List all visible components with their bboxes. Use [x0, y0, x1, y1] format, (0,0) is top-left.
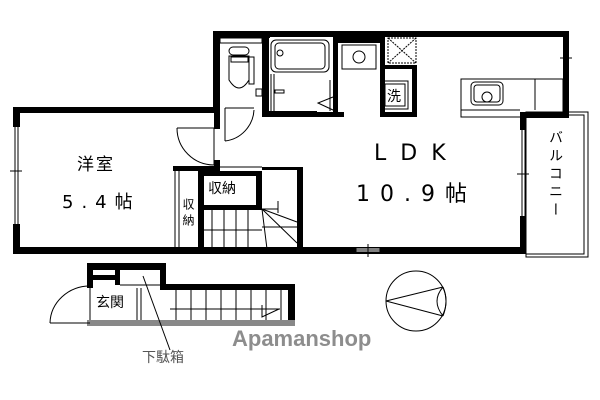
western-door: [176, 127, 215, 166]
x-box: [387, 37, 417, 64]
balcony-label: バルコニー: [547, 130, 563, 220]
washer-box: [381, 80, 409, 110]
kitchen-window: [560, 40, 572, 69]
stair-floor: [87, 320, 295, 326]
kitchen-counter: [460, 78, 564, 118]
storage-side-label: 収納: [181, 198, 195, 230]
toilet-door: [224, 107, 255, 142]
entrance-door: [49, 285, 91, 324]
shoe-box-label: 下駄箱: [142, 350, 184, 366]
ldk-window: [355, 244, 381, 257]
bathtub: [270, 39, 334, 111]
washbasin: [341, 44, 377, 70]
upper-stairs: [204, 166, 298, 250]
storage-walls: [198, 167, 303, 249]
outer-walls: [13, 31, 569, 254]
lower-stairs: [170, 290, 282, 320]
apamanshop-watermark: Apamanshop: [232, 326, 372, 351]
storage-main-label: 収納: [208, 181, 236, 197]
entrance-walls: [87, 263, 295, 320]
shoe-box-fixture: [120, 275, 171, 351]
storage-side-frame: [174, 171, 180, 249]
balcony: [517, 111, 589, 258]
washer-label: 洗: [387, 89, 401, 105]
western-room-size: 5.4帖: [62, 192, 141, 213]
ldk-label: LDK: [374, 141, 460, 166]
western-room-label: 洋室: [77, 155, 115, 175]
western-room-walls: [13, 107, 262, 254]
compass-icon: [385, 270, 447, 332]
ldk-size: 10.9帖: [356, 182, 477, 207]
western-window: [10, 127, 22, 224]
toilet-fixture: [219, 37, 263, 97]
entrance-label: 玄関: [96, 295, 124, 311]
